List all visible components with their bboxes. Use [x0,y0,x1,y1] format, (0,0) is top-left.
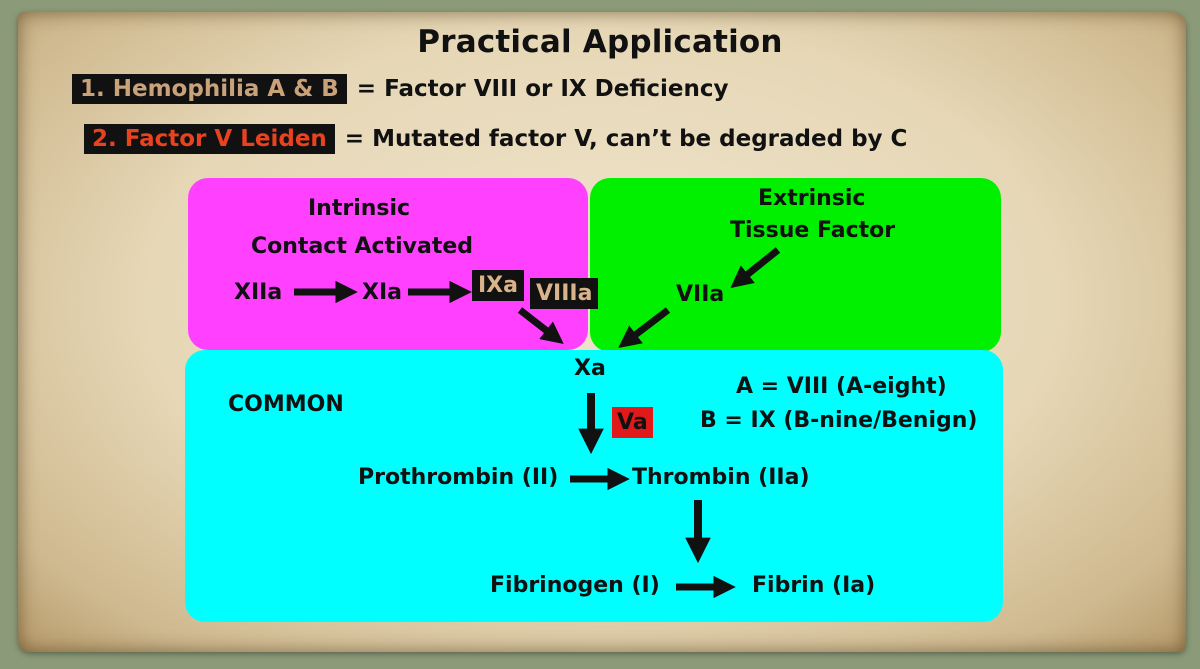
page-title: Practical Application [417,24,783,60]
intrinsic-title: Intrinsic [308,196,411,221]
arrow-tissue-factor-to-viia [730,247,781,289]
factor-v-leiden-text: = Mutated factor V, can’t be degraded by… [344,126,908,152]
arrow-viia-to-xa [618,307,671,348]
extrinsic-subtitle: Tissue Factor [730,218,896,243]
factor-va-chip: Va [612,407,653,438]
factor-viia: VIIa [676,282,725,307]
thrombin-label: Thrombin (IIa) [632,465,810,490]
factor-ixa-chip: IXa [472,270,524,301]
intrinsic-subtitle: Contact Activated [251,234,473,259]
note-hemophilia: 1. Hemophilia A & B = Factor VIII or IX D… [72,74,729,104]
prothrombin-label: Prothrombin (II) [358,465,559,490]
note-b-nine: B = IX (B-nine/Benign) [700,408,978,433]
factor-viiia-chip: VIIIa [530,278,599,309]
factor-xiia: XIIa [234,280,283,305]
factor-xa: Xa [574,356,606,381]
extrinsic-title: Extrinsic [758,186,866,211]
fibrinogen-label: Fibrinogen (I) [490,573,660,598]
note-factor-v-leiden: 2. Factor V Leiden = Mutated factor V, ca… [84,124,907,154]
arrow-viiia-to-xa [517,307,564,345]
factor-xia: XIa [362,280,402,305]
intrinsic-pathway-box [188,178,588,350]
hemophilia-tag: 1. Hemophilia A & B [72,74,347,104]
hemophilia-text: = Factor VIII or IX Deficiency [356,76,729,102]
fibrin-label: Fibrin (Ia) [752,573,876,598]
note-a-eight: A = VIII (A-eight) [736,374,947,399]
common-title: COMMON [228,392,344,417]
factor-v-leiden-tag: 2. Factor V Leiden [84,124,335,154]
extrinsic-pathway-box [590,178,1001,352]
